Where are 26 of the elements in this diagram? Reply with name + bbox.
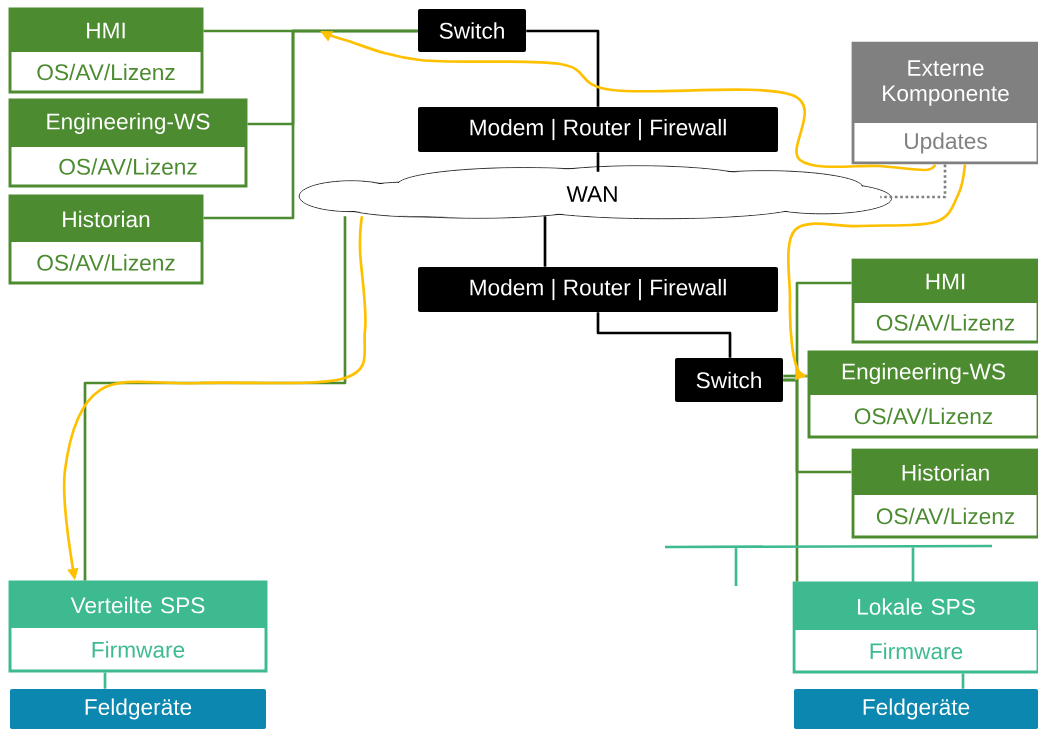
connector-line: [783, 378, 799, 582]
device-box: Modem | Router | Firewall: [418, 106, 778, 153]
component-box: Historian OS/AV/Lizenz: [851, 448, 1038, 539]
connector-line: [783, 374, 808, 378]
connector-line: [203, 29, 418, 220]
device-box: Modem | Router | Firewall: [418, 267, 778, 313]
component-box: Historian OS/AV/Lizenz: [8, 194, 204, 285]
component-box: Externe Komponente Updates: [851, 41, 1038, 165]
connector-line: [543, 216, 547, 267]
device-box: Feldgeräte: [10, 689, 266, 729]
connector-line: [596, 312, 732, 358]
device-box: Feldgeräte: [794, 689, 1038, 729]
connector-line: [526, 29, 600, 107]
connector-line: [103, 672, 107, 689]
connector-line: [961, 673, 965, 689]
component-box: Engineering-WS OS/AV/Lizenz: [8, 98, 248, 188]
component-box: Verteilte SPS Firmware: [8, 580, 268, 673]
connector-line: [596, 152, 600, 172]
component-box: Lokale SPS Firmware: [792, 581, 1038, 674]
connector-line: [880, 164, 947, 199]
device-box: Switch: [418, 9, 526, 52]
component-box: HMI OS/AV/Lizenz: [851, 258, 1038, 344]
component-box: Engineering-WS OS/AV/Lizenz: [807, 350, 1038, 439]
component-box: HMI OS/AV/Lizenz: [8, 7, 204, 94]
wan-cloud: WAN: [298, 165, 892, 220]
device-box: Switch: [675, 358, 783, 402]
